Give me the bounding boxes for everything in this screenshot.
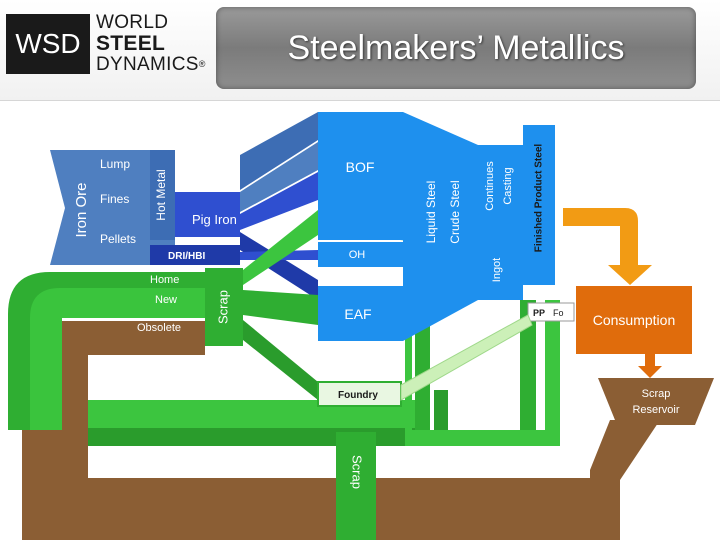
pp-fo-box xyxy=(527,302,575,322)
label-fo: Fo xyxy=(553,308,564,318)
hot-metal-column xyxy=(150,150,175,240)
label-pig-iron: Pig Iron xyxy=(192,212,237,227)
label-home: Home xyxy=(150,274,179,286)
page-title: Steelmakers’ Metallics xyxy=(287,28,625,67)
bof-block xyxy=(318,112,403,240)
scrap-to-bof xyxy=(243,210,318,285)
logo-line-dynamics-text: DYNAMICS xyxy=(96,54,199,75)
scrap-reservoir-block xyxy=(598,378,714,425)
label-ingot: Ingot xyxy=(491,258,503,282)
right-return-arm-2 xyxy=(520,300,536,430)
label-fines: Fines xyxy=(100,192,129,206)
continues-casting-block xyxy=(478,145,523,240)
bottom-green-band-dark xyxy=(88,428,418,446)
company-name: WORLD STEEL DYNAMICS® xyxy=(96,12,221,75)
right-green-bottom xyxy=(405,430,560,446)
logo-line-world: WORLD xyxy=(96,12,169,33)
scrap-to-foundry xyxy=(243,320,318,400)
pp-to-foundry-flow xyxy=(400,314,533,401)
ingot-block xyxy=(478,240,523,300)
logo-abbrev: WSD xyxy=(15,28,81,59)
label-liquid-steel: Liquid Steel xyxy=(424,181,438,244)
label-lump: Lump xyxy=(100,157,130,171)
flow-to-bof-2 xyxy=(240,142,318,212)
oh-block xyxy=(318,242,403,267)
orange-arrow-to-consumption xyxy=(563,208,652,285)
scrap-bottom-column xyxy=(336,432,376,540)
label-finished-product-steel: Finished Product Steel xyxy=(534,144,545,253)
flow-to-eaf-1 xyxy=(240,232,318,300)
liquid-steel-block xyxy=(403,112,478,341)
flow-to-bof-1 xyxy=(240,112,318,190)
label-pp: PP xyxy=(533,308,545,318)
header-bar: WSD WORLD STEEL DYNAMICS® Steelmakers’ M… xyxy=(0,0,720,101)
title-panel: Steelmakers’ Metallics xyxy=(216,7,696,89)
consumption-to-reservoir-arrow xyxy=(638,354,662,378)
new-scrap-loop xyxy=(30,288,205,430)
label-continues: Continues xyxy=(484,161,496,211)
eaf-block xyxy=(318,286,403,341)
scrap-left-column xyxy=(205,268,243,346)
label-scrap-reservoir-2: Reservoir xyxy=(632,404,679,416)
dri-hbi-block xyxy=(150,245,240,265)
registered-mark: ® xyxy=(198,59,206,69)
label-obsolete: Obsolete xyxy=(137,322,181,334)
obsolete-bottom-band xyxy=(22,478,620,540)
pig-iron-block xyxy=(175,192,240,237)
logo-line-steel: STEEL xyxy=(96,32,166,55)
right-return-arm-3 xyxy=(434,390,448,440)
finished-product-steel-block xyxy=(523,125,555,285)
metallics-flow-diagram: Iron Ore Lump Fines Pellets Hot Metal Pi… xyxy=(8,112,714,540)
label-foundry: Foundry xyxy=(338,390,378,401)
label-pellets: Pellets xyxy=(100,232,136,246)
right-return-arm-1 xyxy=(545,300,560,430)
label-bof: BOF xyxy=(346,159,375,175)
flow-to-bof-3 xyxy=(240,172,318,230)
label-dri-hbi: DRI/HBI xyxy=(168,251,205,262)
label-eaf: EAF xyxy=(344,306,371,322)
label-crude-steel: Crude Steel xyxy=(448,180,462,243)
label-oh: OH xyxy=(349,249,366,261)
logo-line-dynamics: DYNAMICS® xyxy=(96,54,221,75)
label-new: New xyxy=(155,294,177,306)
label-scrap-reservoir-1: Scrap xyxy=(642,388,671,400)
label-iron-ore: Iron Ore xyxy=(73,182,90,237)
iron-ore-block xyxy=(50,150,175,265)
label-consumption: Consumption xyxy=(593,312,676,328)
label-hot-metal: Hot Metal xyxy=(154,169,168,220)
scrap-to-eaf xyxy=(243,290,318,325)
consumption-block xyxy=(576,286,692,354)
label-scrap-bottom: Scrap xyxy=(350,455,365,489)
label-scrap-left: Scrap xyxy=(215,290,230,324)
wsd-logo-mark: WSD xyxy=(6,14,90,74)
label-casting: Casting xyxy=(502,167,514,204)
